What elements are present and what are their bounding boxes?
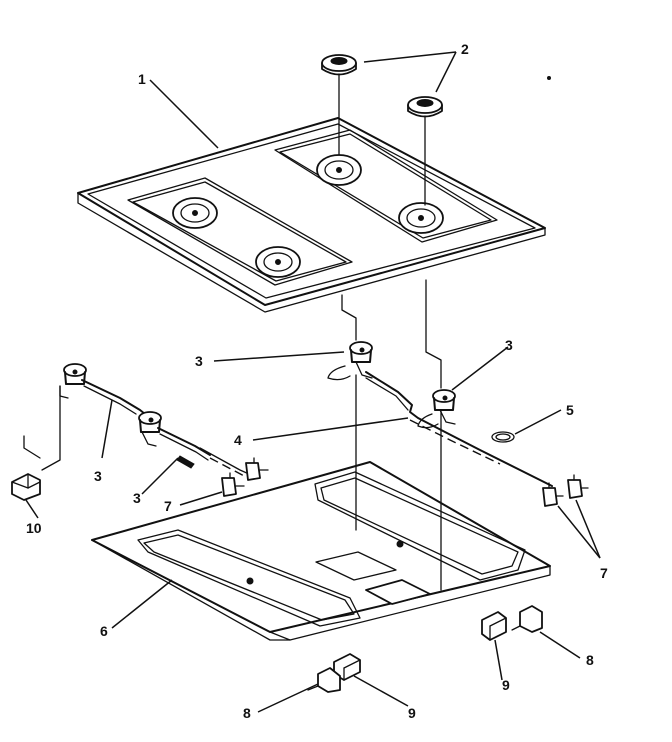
gas-manifold-tube	[199, 371, 553, 487]
bracket-part-10	[11, 385, 61, 501]
burner-opening-right-front	[398, 202, 444, 234]
callout-3: 3	[195, 353, 203, 369]
leader-lines	[25, 51, 601, 713]
callout-3: 3	[133, 490, 141, 506]
speck-dot	[547, 76, 551, 80]
clip-part-9-right	[481, 611, 507, 641]
burner-opening-right-rear	[316, 154, 362, 186]
callout-7: 7	[164, 498, 172, 514]
callout-9: 9	[408, 705, 416, 721]
burner-opening-left-rear	[172, 197, 218, 229]
callout-7: 7	[600, 565, 608, 581]
callout-5: 5	[566, 402, 574, 418]
burner-box-pan	[91, 461, 551, 641]
burner-left-rear	[59, 363, 151, 419]
valve-left-b	[221, 472, 245, 497]
cooktop-main-top	[77, 117, 546, 313]
burner-left-front	[138, 411, 211, 469]
valve-right-a	[567, 474, 589, 499]
callout-labels: 1 2 3 3 3 3 4 5 6 7 7 8 8 9 9 10	[26, 41, 608, 721]
callout-6: 6	[100, 623, 108, 639]
callout-8: 8	[243, 705, 251, 721]
callout-3: 3	[94, 468, 102, 484]
burner-cap-rear	[321, 54, 357, 76]
callout-10: 10	[26, 520, 42, 536]
callout-8: 8	[586, 652, 594, 668]
callout-4: 4	[234, 432, 242, 448]
burner-opening-left-front	[255, 246, 301, 278]
orifice-ring	[491, 431, 515, 443]
callout-3: 3	[505, 337, 513, 353]
callout-2: 2	[461, 41, 469, 57]
callout-1: 1	[138, 71, 146, 87]
burner-cap-front	[407, 96, 443, 118]
callout-9: 9	[502, 677, 510, 693]
burner-right-rear	[327, 341, 373, 381]
burner-right-front	[417, 389, 456, 429]
bracket-part-8-right	[511, 605, 543, 633]
bracket-part-8-lower	[307, 667, 341, 693]
valve-left-a	[245, 457, 269, 481]
valve-right-b	[542, 482, 564, 507]
